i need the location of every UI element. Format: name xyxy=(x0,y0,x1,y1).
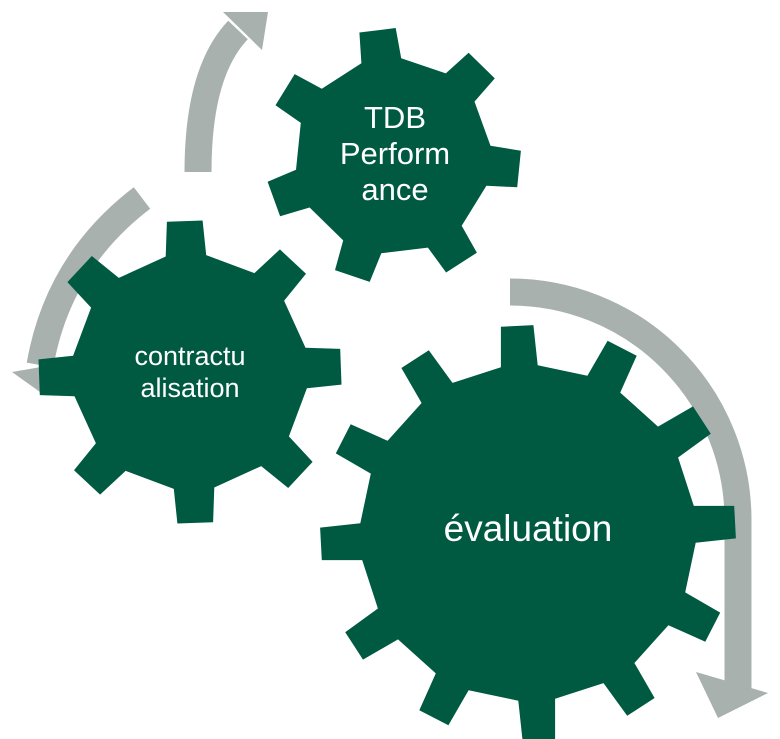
arrow-right-shaft xyxy=(509,278,752,690)
gear-contractualisation xyxy=(38,220,342,524)
arrow-top-head xyxy=(223,12,268,50)
gears xyxy=(38,28,736,739)
arrow-left-shaft xyxy=(26,187,151,368)
cycle-arrows xyxy=(12,12,768,718)
gear-evaluation xyxy=(320,325,736,739)
gear-label-evaluation: évaluation xyxy=(443,508,613,549)
gear-label-tdb-performance: TDB Perform ance xyxy=(339,100,451,207)
arrow-right-head xyxy=(696,672,768,718)
gear-tdb-performance xyxy=(267,28,521,282)
gear-label-contractualisation: contractu alisation xyxy=(134,341,246,404)
arrow-top-shaft xyxy=(184,20,249,173)
